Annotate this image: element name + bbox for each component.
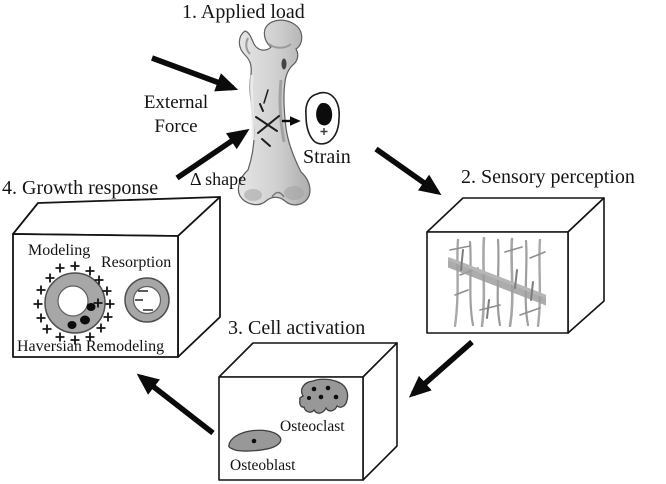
strain-cross-section-icon xyxy=(305,91,340,145)
node-label-applied-load: 1. Applied load xyxy=(182,1,305,23)
osteoblast-cell xyxy=(228,429,282,452)
arrow-delta-shape-to-bone xyxy=(175,128,250,181)
node-label-sensory-perception: 2. Sensory perception xyxy=(461,166,635,188)
arrow-sensory-to-cell xyxy=(408,339,474,398)
delta-shape-label: Δ shape xyxy=(190,169,247,189)
haversian-osteon-illustration xyxy=(44,272,106,334)
external-force-line2: Force xyxy=(154,115,198,137)
growth-response-box xyxy=(12,196,221,358)
formation-plus-marks xyxy=(33,261,115,345)
external-force-label: External Force xyxy=(136,91,216,139)
osteoclast-label: Osteoclast xyxy=(280,418,345,435)
resorption-minus-marks xyxy=(135,290,153,311)
strain-crack-marks xyxy=(255,89,280,147)
arrow-cell-to-growth xyxy=(136,373,215,436)
arrow-external-force-to-bone xyxy=(151,55,239,92)
resorption-label: Resorption xyxy=(101,254,172,271)
femur-bone-illustration xyxy=(237,19,311,206)
node-label-growth-response: 4. Growth response xyxy=(2,177,159,199)
external-force-line1: External xyxy=(143,92,209,113)
arrow-strain-to-sensory xyxy=(374,146,442,196)
node-label-cell-activation: 3. Cell activation xyxy=(228,317,366,339)
osteoblast-label: Osteoblast xyxy=(230,457,296,474)
osteoclast-cell xyxy=(299,378,349,414)
resorption-osteon-illustration xyxy=(124,277,170,323)
modeling-label: Modeling xyxy=(28,242,91,259)
trabecular-bone-texture xyxy=(448,237,546,327)
strain-label: Strain xyxy=(303,146,351,168)
haversian-remodeling-label: Haversian Remodeling xyxy=(17,338,165,355)
